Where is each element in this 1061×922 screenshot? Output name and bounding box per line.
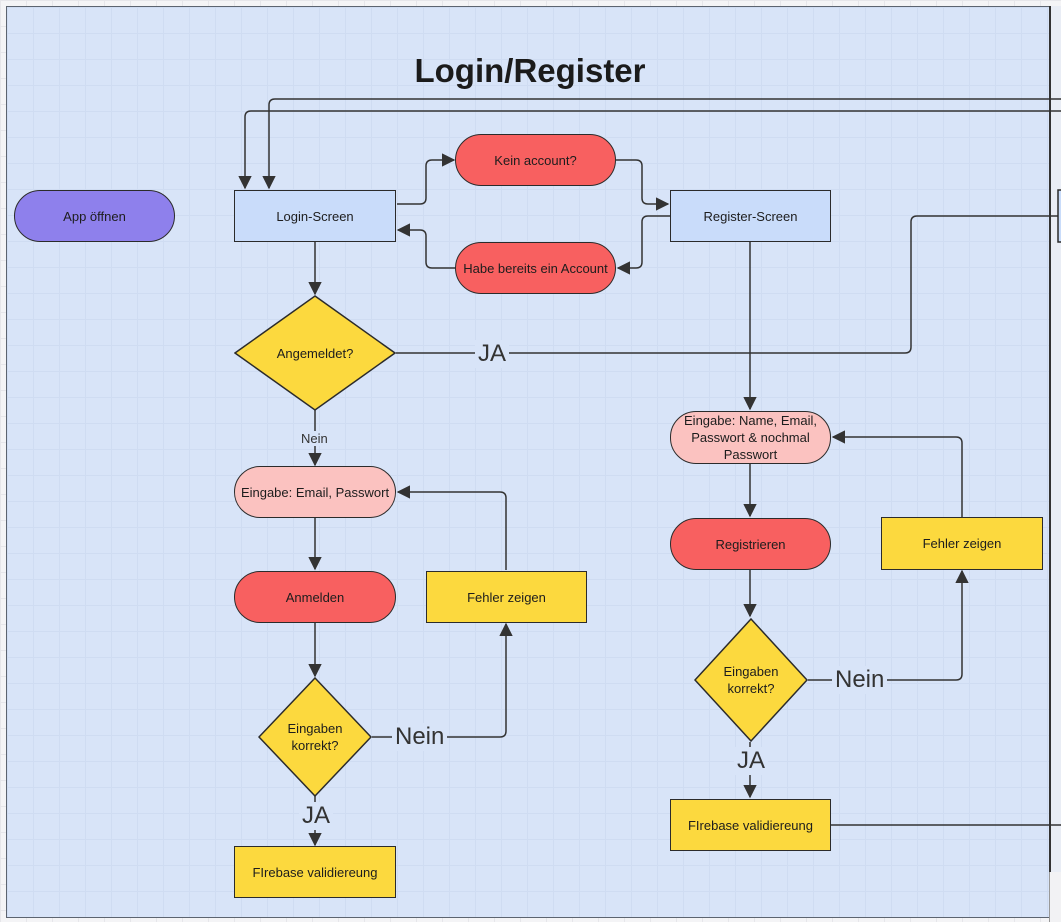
register-button-node[interactable]: Registrieren bbox=[670, 518, 831, 570]
logged-in-decision-label: Angemeldet? bbox=[276, 345, 354, 361]
logged-in-decision-node[interactable]: Angemeldet? bbox=[234, 295, 396, 411]
loop-connector-inner bbox=[238, 110, 1061, 190]
app-open-node[interactable]: App öffnen bbox=[14, 190, 175, 242]
app-open-label: App öffnen bbox=[63, 208, 126, 224]
login-input-node[interactable]: Eingabe: Email, Passwort bbox=[234, 466, 396, 518]
edge-label-register-no: Nein bbox=[832, 666, 888, 694]
edge-label-login-no: Nein bbox=[392, 723, 448, 751]
edge-label-register-yes: JA bbox=[734, 747, 769, 775]
login-input-label: Eingabe: Email, Passwort bbox=[240, 484, 390, 500]
diagram-title: Login/Register bbox=[414, 52, 646, 89]
connector-login-check-no bbox=[372, 622, 513, 738]
connector-angemeldet-yes bbox=[396, 215, 1061, 354]
login-error-node[interactable]: Fehler zeigen bbox=[426, 571, 587, 623]
register-input-node[interactable]: Eingabe: Name, Email, Passwort & nochmal… bbox=[670, 411, 831, 464]
register-error-label: Fehler zeigen bbox=[922, 536, 1002, 551]
diamond-shape bbox=[694, 618, 808, 742]
login-valid-decision-node[interactable]: Eingaben korrekt? bbox=[258, 677, 372, 797]
edge-label-login-yes: JA bbox=[299, 802, 334, 830]
register-screen-node[interactable]: Register-Screen bbox=[670, 190, 831, 242]
register-screen-label: Register-Screen bbox=[703, 208, 798, 224]
connector-login-to-no-account bbox=[397, 153, 456, 205]
register-firebase-node[interactable]: FIrebase validiereung bbox=[670, 799, 831, 851]
edge-label-logged-in-yes: JA bbox=[475, 340, 510, 368]
canvas-edge bbox=[1049, 872, 1061, 922]
register-error-node[interactable]: Fehler zeigen bbox=[881, 517, 1043, 570]
connector-register-error-to-input bbox=[831, 430, 963, 517]
login-firebase-node[interactable]: FIrebase validiereung bbox=[234, 846, 396, 898]
have-account-node[interactable]: Habe bereits ein Account bbox=[455, 242, 616, 294]
loop-connector-outer bbox=[262, 98, 1061, 190]
register-firebase-label: FIrebase validiereung bbox=[687, 817, 814, 833]
connector-register-check-no bbox=[808, 569, 969, 681]
login-error-label: Fehler zeigen bbox=[467, 589, 546, 605]
connector-have-account-to-login bbox=[396, 223, 455, 269]
diamond-shape bbox=[234, 295, 396, 411]
connector-no-account-to-register bbox=[616, 159, 670, 211]
login-firebase-label: FIrebase validiereung bbox=[252, 864, 378, 880]
register-button-label: Registrieren bbox=[715, 536, 786, 552]
connector-register-to-have-account bbox=[616, 215, 670, 275]
no-account-label: Kein account? bbox=[494, 152, 577, 168]
register-valid-decision-label: Eingaben korrekt? bbox=[723, 664, 779, 696]
connector-login-error-to-input bbox=[396, 485, 507, 570]
edge-label-logged-in-no: Nein bbox=[298, 431, 331, 446]
have-account-label: Habe bereits ein Account bbox=[463, 260, 608, 276]
no-account-node[interactable]: Kein account? bbox=[455, 134, 616, 186]
register-valid-decision-node[interactable]: Eingaben korrekt? bbox=[694, 618, 808, 742]
login-valid-decision-label: Eingaben korrekt? bbox=[287, 721, 343, 753]
diamond-shape bbox=[258, 677, 372, 797]
login-screen-label: Login-Screen bbox=[276, 208, 354, 224]
register-input-label: Eingabe: Name, Email, Passwort & nochmal… bbox=[684, 413, 817, 462]
login-button-node[interactable]: Anmelden bbox=[234, 571, 396, 623]
login-screen-node[interactable]: Login-Screen bbox=[234, 190, 396, 242]
login-button-label: Anmelden bbox=[285, 589, 345, 605]
